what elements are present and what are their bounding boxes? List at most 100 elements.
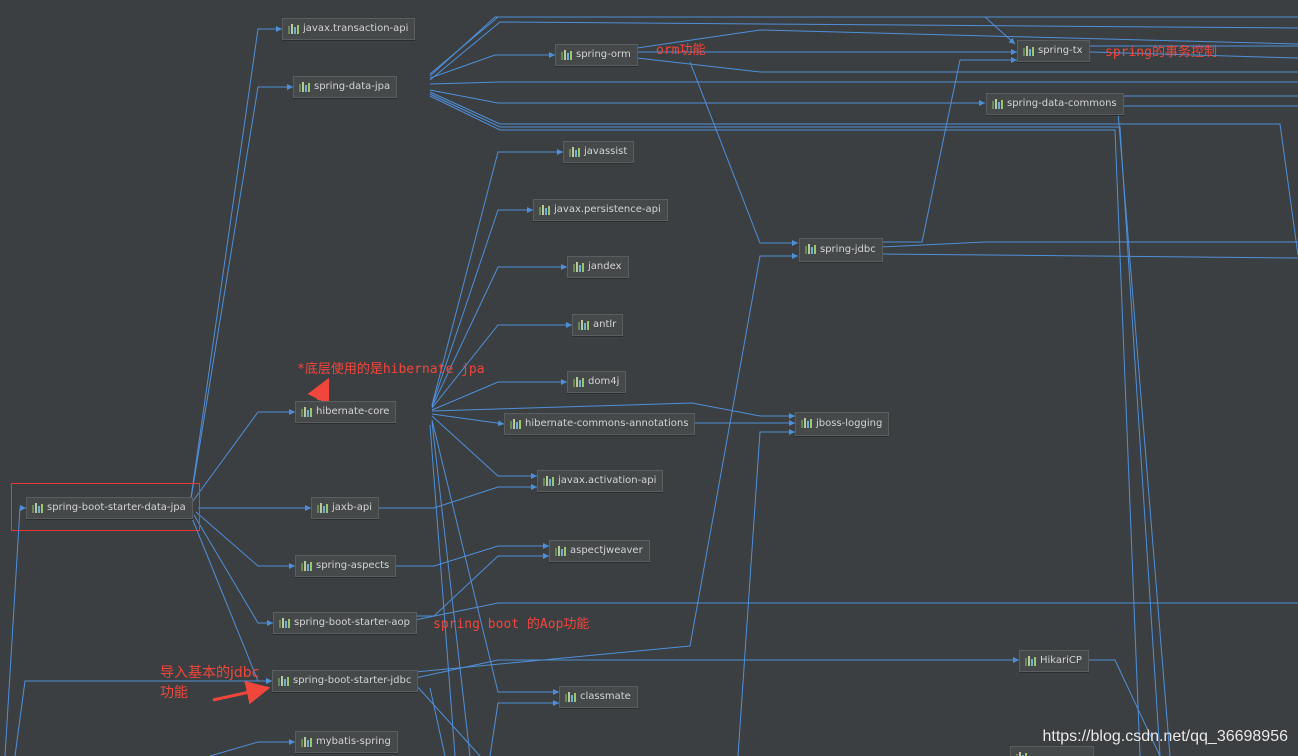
library-icon [569,147,580,157]
node-jaxb-api[interactable]: jaxb-api [311,497,380,519]
node-label: classmate [580,691,631,702]
library-icon [573,377,584,387]
edge-to-classmate [489,700,559,756]
node-javax-transaction-api[interactable]: javax.transaction-api [282,18,416,40]
annotation-jdbc-line2: 功能 [160,685,188,701]
node-jboss-logging[interactable]: jboss-logging [795,412,890,436]
highlight-box [11,483,200,531]
edge-hibernate-to-jboss [431,402,795,419]
annotation-aop: spring boot 的Aop功能 [433,617,590,632]
edge-starter-to-hibernate-core [189,409,295,506]
annotation-orm: orm功能 [656,43,706,58]
node-spring-data-commons[interactable]: spring-data-commons [986,93,1124,115]
node-label: hibernate-commons-annotations [525,418,689,429]
annotation-hibernate: *底层使用的是hibernate jpa [297,362,485,377]
node-label: spring-boot-starter-aop [294,617,410,628]
edge-data-jpa-to-far-d [429,91,1298,256]
node-label: spring-data-jpa [314,81,391,92]
node-label: jaxb-api [332,502,373,513]
edge-jdbc-down [429,687,446,756]
edge-starter-to-jdbc [191,517,272,684]
edge-hibernate-down-b [429,424,456,756]
edge-jdbc-to-classmate-b [414,683,481,756]
node-label: javax.activation-api [558,475,657,486]
node-spring-tx[interactable]: spring-tx [1017,40,1090,62]
node-classmate[interactable]: classmate [559,686,638,708]
library-icon [288,24,299,34]
node-label: spring-boot-starter-jdbc [293,675,412,686]
edge-jaxb-to-activation [376,484,537,509]
node-spring-aspects[interactable]: spring-aspects [295,555,397,577]
node-javax-activation-api[interactable]: javax.activation-api [537,470,664,492]
edge-data-jpa-to-tx-a [429,16,1016,77]
library-icon [317,503,328,513]
edge-data-jpa-to-far-f [429,95,1141,756]
node-label: spring-tx [1038,45,1083,56]
library-icon [279,618,290,628]
library-icon [801,418,812,428]
edge-hikari-down [1086,659,1161,756]
edge-to-mybatis-spring [209,739,295,756]
library-icon [301,737,312,747]
library-icon [278,676,289,686]
edge-orm-to-far-a [636,29,1298,49]
library-icon [805,244,816,254]
library-icon [555,546,566,556]
node-hikaricp[interactable]: HikariCP [1019,650,1089,672]
node-antlr[interactable]: antlr [572,314,624,336]
node-label: jandex [588,261,622,272]
node-label: jboss-logging [816,418,883,429]
node-javassist[interactable]: javassist [563,141,635,163]
node-partial-offscreen[interactable] [1010,746,1094,756]
node-javax-persistence-api[interactable]: javax.persistence-api [533,199,668,221]
node-label: antlr [593,319,617,330]
node-hibernate-core[interactable]: hibernate-core [295,401,397,423]
library-icon [561,50,572,60]
edge-jdbc-to-spring-jdbc [414,253,798,673]
node-spring-orm[interactable]: spring-orm [555,44,638,66]
node-spring-data-jpa[interactable]: spring-data-jpa [293,76,398,98]
edge-hibernate-to-antlr [431,322,572,409]
edge-hibernate-down-a [431,421,471,756]
node-jandex[interactable]: jandex [567,256,629,278]
node-spring-boot-starter-jdbc[interactable]: spring-boot-starter-jdbc [272,670,419,692]
node-label: HikariCP [1040,655,1082,666]
edge-starter-to-aop [193,514,273,626]
edge-jdbc-to-far-a [879,241,1298,248]
node-spring-boot-starter-aop[interactable]: spring-boot-starter-aop [273,612,417,634]
edge-starter-to-spring-aspects [195,511,295,569]
edge-commons-to-down [1117,111,1171,756]
node-spring-jdbc[interactable]: spring-jdbc [799,238,883,262]
edge-hibernate-to-jandex [431,264,567,408]
library-icon [1016,752,1027,756]
edge-starter-to-spring-data-jpa [189,84,293,506]
node-dom4j[interactable]: dom4j [567,371,627,393]
node-spring-boot-starter-data-jpa[interactable]: spring-boot-starter-data-jpa [26,497,193,519]
node-label: spring-orm [576,49,631,60]
node-hibernate-commons-annotations[interactable]: hibernate-commons-annotations [504,413,696,435]
node-aspectjweaver[interactable]: aspectjweaver [549,540,650,562]
annotation-arrows [212,377,330,705]
library-icon [32,503,43,513]
edge-hibernate-to-dom4j [431,379,567,411]
watermark: https://blog.csdn.net/qq_36698956 [1042,728,1288,745]
edge-hibernate-to-commons-ann [431,413,505,427]
edge-hibernate-to-javassist [431,149,563,406]
library-icon [301,407,312,417]
edge-orm-to-jdbc [689,61,798,246]
annotation-tx: spring的事务控制 [1105,45,1217,60]
node-label: javax.transaction-api [303,23,409,34]
library-icon [510,419,521,429]
edge-hibernate-to-classmate [431,419,559,695]
edge-jdbc-to-far-b [879,253,1298,259]
node-label: dom4j [588,376,620,387]
node-label: javassist [584,146,628,157]
edge-data-jpa-to-orm [429,52,555,79]
node-label: spring-boot-starter-data-jpa [47,502,186,513]
edge-jdbc-to-hikari [414,657,1019,679]
edge-left-into-starter [4,505,26,756]
library-icon [1025,656,1036,666]
node-mybatis-spring[interactable]: mybatis-spring [295,731,398,753]
edge-tx-to-far-b [1089,51,1298,59]
